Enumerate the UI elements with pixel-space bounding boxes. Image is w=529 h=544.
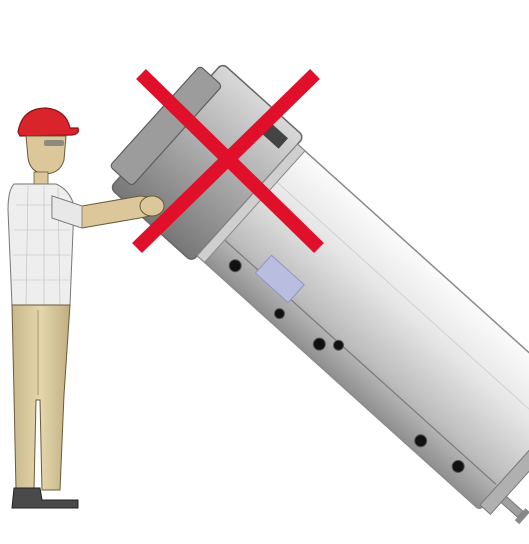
helmet bbox=[18, 108, 78, 136]
worker-legs bbox=[12, 305, 70, 490]
worker-shoes bbox=[12, 488, 78, 508]
water-heater-tank bbox=[99, 53, 529, 542]
